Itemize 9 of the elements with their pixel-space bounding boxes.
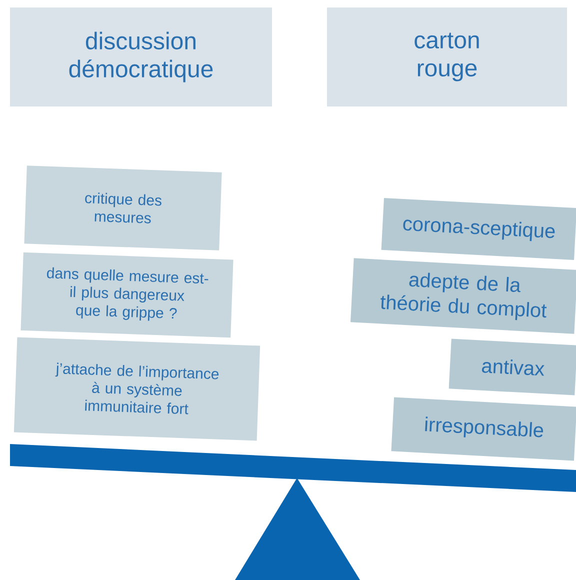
argument-card: critique des mesures bbox=[24, 166, 222, 250]
label-card: corona-sceptique bbox=[381, 198, 576, 260]
label-card: irresponsable bbox=[391, 397, 576, 461]
heading-box: discussion démocratique bbox=[10, 8, 272, 106]
heading-box: carton rouge bbox=[327, 8, 567, 106]
argument-card: j’attache de l’importance à un système immunitaire fort bbox=[14, 337, 260, 441]
label-card: adepte de la théorie du complot bbox=[350, 258, 576, 334]
argument-card: dans quelle mesure est-il plus dangereux que la grippe ? bbox=[20, 252, 234, 338]
label-card: antivax bbox=[448, 338, 576, 396]
